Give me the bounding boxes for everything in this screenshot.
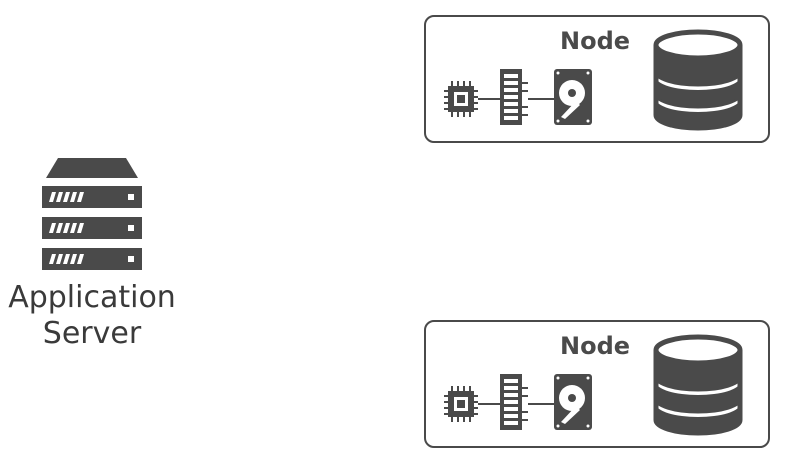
- cpu-chip-icon: [444, 81, 478, 117]
- application-server: Application Server: [0, 150, 190, 360]
- server-rack-icon: [42, 158, 142, 270]
- database-icon: [653, 334, 743, 436]
- node-box: Node: [424, 15, 770, 143]
- memory-ram-icon: [500, 69, 528, 125]
- cpu-chip-icon: [444, 386, 478, 422]
- database-icon: [653, 29, 743, 131]
- node-title: Node: [560, 332, 631, 360]
- memory-ram-icon: [500, 374, 528, 430]
- application-server-label: Application Server: [0, 280, 184, 352]
- node-box: Node: [424, 320, 770, 448]
- hard-drive-icon: [554, 374, 592, 430]
- node-hardware: [444, 374, 592, 430]
- node-hardware: [444, 69, 592, 125]
- node-title: Node: [560, 27, 631, 55]
- hard-drive-icon: [554, 69, 592, 125]
- application-server-label-line2: Server: [42, 316, 142, 351]
- application-server-label-line1: Application: [8, 280, 176, 315]
